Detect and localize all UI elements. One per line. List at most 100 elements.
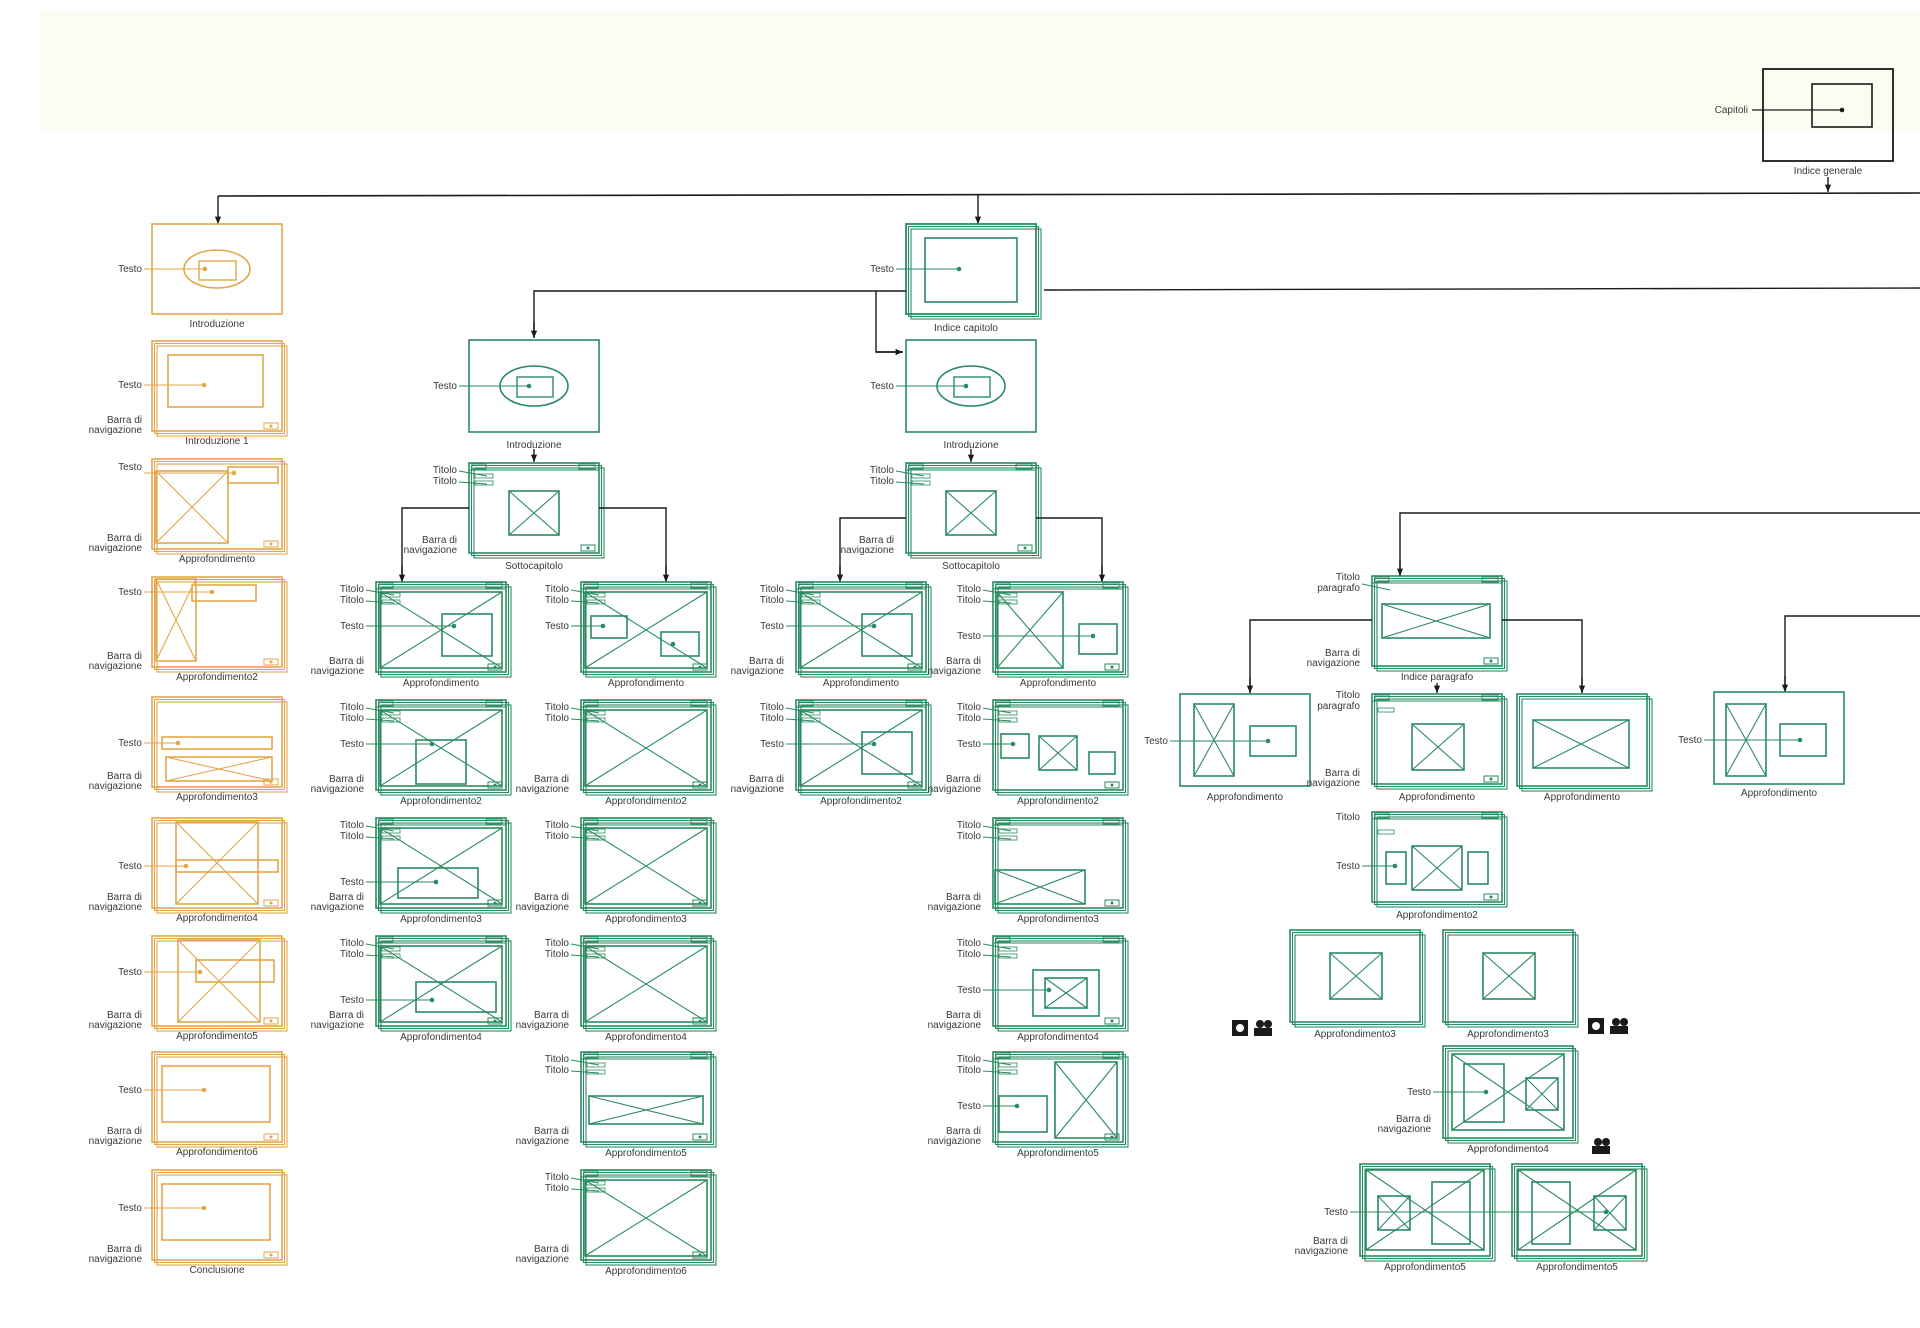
intro-frame — [151, 935, 283, 1027]
barra-label-line1: Barra di — [946, 774, 981, 785]
titolo-label: Titolo — [545, 1183, 570, 1194]
barra-label-line1: Barra di — [534, 1010, 569, 1021]
leaf-caption: Approfondimento5 — [1536, 1262, 1618, 1273]
leaf-caption: Approfondimento5 — [605, 1148, 687, 1159]
window-buttons — [1015, 463, 1033, 470]
page-stack-mid — [582, 819, 715, 912]
page-stack-back — [156, 701, 288, 793]
intro-node-caption: Introduzione — [189, 319, 244, 330]
page-stack-mid — [994, 1053, 1127, 1146]
titolo-label: Titolo — [545, 595, 570, 606]
nav-bar-dot — [1023, 546, 1027, 550]
testo-label: Testo — [870, 264, 894, 275]
barra-label-line2: navigazione — [928, 1020, 982, 1031]
window-frame — [468, 462, 600, 554]
sotto-right-connector — [1036, 517, 1103, 582]
image-placeholder — [379, 591, 503, 669]
paragraph-right-node: Approfondimento — [1516, 693, 1653, 803]
image-placeholder — [584, 945, 708, 1023]
window-buttons — [1102, 582, 1120, 589]
testo-label: Testo — [957, 739, 981, 750]
placeholder-diagonal — [996, 591, 1064, 669]
text-box — [1431, 1181, 1471, 1245]
connector-dot — [600, 623, 606, 629]
window-buttons — [690, 1170, 708, 1177]
page-stack-back — [910, 228, 1042, 320]
testo-label: Testo — [957, 1101, 981, 1112]
testo-label: Testo — [1407, 1087, 1431, 1098]
pointer-line — [982, 1059, 1012, 1066]
barra-label-line2: navigazione — [89, 661, 143, 672]
image-placeholder — [379, 945, 503, 1023]
pointer-line — [982, 1070, 1012, 1074]
paragraph-left-connector — [1249, 619, 1372, 693]
frame — [1442, 929, 1574, 1023]
page-stack-mid — [1373, 577, 1506, 670]
placeholder-diagonal — [175, 821, 259, 905]
connector-dot — [963, 383, 969, 389]
page-stack-back — [380, 940, 512, 1032]
window-frame — [580, 699, 712, 791]
text-box — [861, 613, 913, 657]
frame — [1511, 1163, 1643, 1257]
testo-label: Testo — [118, 1085, 142, 1096]
leaf-caption: Approfondimento4 — [1017, 1032, 1099, 1043]
barra-label-line1: Barra di — [107, 892, 142, 903]
paper-tint — [40, 10, 1920, 130]
connector-dot — [429, 997, 435, 1003]
window-frame — [795, 581, 927, 673]
nav-bar-control — [1104, 1017, 1120, 1025]
nav-bar-dot — [269, 660, 273, 664]
media-node-1: Approfondimento3 — [1289, 929, 1426, 1040]
page-stack-mid — [377, 819, 510, 912]
placeholder-diagonal — [994, 869, 1086, 905]
nav-bar-dot — [698, 1135, 702, 1139]
nav-bar-control — [1104, 899, 1120, 907]
testo-label: Testo — [957, 631, 981, 642]
image-placeholder — [379, 709, 503, 787]
window-frame — [1371, 811, 1503, 903]
page-stack-mid — [153, 578, 286, 671]
text-area — [161, 1065, 271, 1123]
placeholder-diagonal — [1193, 703, 1235, 777]
window-frame — [1371, 693, 1503, 785]
testo-label: Testo — [340, 877, 364, 888]
page-stack-back — [380, 822, 512, 914]
intro-frame — [151, 458, 283, 550]
chapter-list-box — [1811, 83, 1873, 128]
nav-bar-dot — [1489, 895, 1493, 899]
window-buttons — [690, 936, 708, 943]
main-bus — [214, 192, 1920, 224]
titolo-label: Titolo — [545, 1172, 570, 1183]
window-frame — [992, 935, 1124, 1027]
leaf-caption: Approfondimento3 — [1017, 914, 1099, 925]
window-frame — [580, 1051, 712, 1143]
title-field — [586, 717, 606, 723]
window-frame — [580, 581, 712, 673]
text-box — [1088, 751, 1116, 775]
arrow-head — [1433, 685, 1441, 693]
leaf-caption: Approfondimento3 — [400, 914, 482, 925]
barra-label-line2: navigazione — [731, 784, 785, 795]
leaf-caption: Approfondimento4 — [1467, 1144, 1549, 1155]
image-placeholder — [1329, 952, 1383, 1000]
testo-label: Testo — [1678, 735, 1702, 746]
window-frame — [992, 581, 1124, 673]
page-stack-mid — [994, 819, 1127, 912]
title-field — [381, 592, 401, 598]
titolo-label: Titolo — [340, 949, 365, 960]
image-placeholder — [379, 827, 503, 905]
barra-label-line1: Barra di — [1396, 1114, 1431, 1125]
titolo-label: Titolo — [760, 584, 785, 595]
placeholder-diagonal — [1381, 603, 1491, 639]
image-placeholder — [584, 1179, 708, 1257]
placeholder-diagonal — [1482, 952, 1536, 1000]
leaf-caption: Approfondimento3 — [605, 914, 687, 925]
page-stack-back — [1447, 1050, 1579, 1144]
page-stack-mid — [797, 583, 930, 676]
titolo-label: Titolo — [760, 595, 785, 606]
